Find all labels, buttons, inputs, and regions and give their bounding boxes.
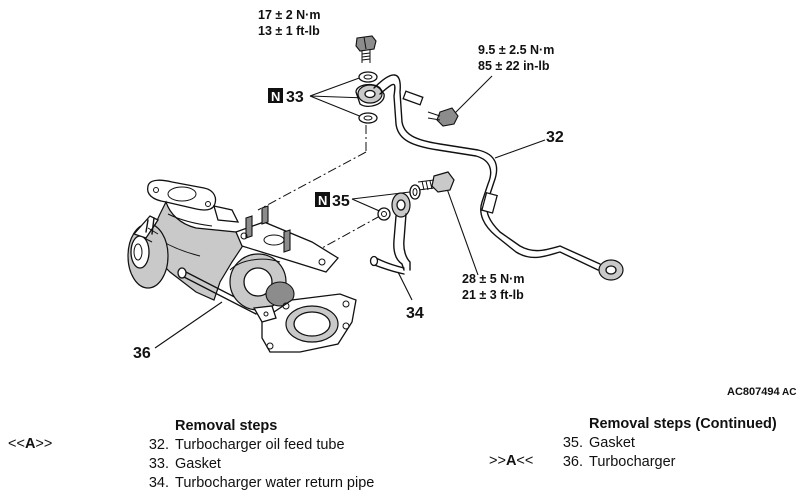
step-label: Turbocharger oil feed tube — [175, 437, 345, 453]
gasket-33-upper — [358, 71, 378, 83]
oil-feed-tube-32 — [373, 74, 624, 281]
removal-step-32: 32. Turbocharger oil feed tube — [139, 436, 374, 455]
removal-step-36: 36. Turbocharger — [553, 453, 777, 472]
step-number: 32. — [148, 437, 169, 453]
step-number: 35. — [562, 435, 583, 451]
service-mark-a-installation: >>A<< — [489, 453, 533, 469]
step-number: 34. — [148, 475, 169, 491]
water-return-pipe-34 — [369, 192, 411, 275]
step-number: 33. — [148, 456, 169, 472]
torque-label-banjo-bolt-imperial: 85 ± 22 in-lb — [478, 59, 550, 73]
removal-steps-table: Removal steps 32. Turbocharger oil feed … — [139, 417, 375, 493]
callout-32: 32 — [546, 129, 564, 146]
gasket-35-right — [409, 184, 421, 200]
mark-letter: A — [505, 453, 517, 469]
step-label: Turbocharger — [589, 454, 676, 470]
callout-36: 36 — [133, 345, 151, 362]
mark-right: << — [516, 453, 534, 469]
n-box-35 — [315, 192, 330, 207]
n-mark-35: N — [318, 193, 327, 208]
removal-step-34: 34. Turbocharger water return pipe — [139, 474, 375, 493]
alignment-lines — [257, 125, 381, 249]
torque-label-water-bolt-metric: 28 ± 5 N·m — [462, 272, 524, 286]
callout-35: N 35 — [315, 192, 350, 210]
bolt-water-pipe-icon — [417, 171, 455, 193]
turbocharger-36 — [127, 179, 357, 353]
torque-label-water-bolt-imperial: 21 ± 3 ft-lb — [462, 288, 524, 302]
mark-right: >> — [35, 436, 53, 452]
mark-left: >> — [489, 453, 506, 469]
removal-step-33: 33. Gasket — [139, 455, 374, 474]
callout-33: N 33 — [268, 88, 304, 106]
n-box-33 — [268, 88, 283, 103]
figure-code: AC807494 — [727, 386, 780, 398]
gasket-35-left — [377, 207, 391, 221]
callout-35-number: 35 — [332, 193, 350, 210]
callout-34: 34 — [406, 305, 424, 322]
step-number: 36. — [562, 454, 583, 470]
gasket-33-lower — [358, 112, 378, 124]
step-label: Gasket — [175, 456, 221, 472]
removal-steps-continued-title: Removal steps (Continued) — [589, 416, 777, 432]
step-label: Gasket — [589, 435, 635, 451]
torque-label-bolt-top-imperial: 13 ± 1 ft-lb — [258, 24, 320, 38]
removal-steps-continued-table: Removal steps (Continued) 35. Gasket 36.… — [553, 415, 777, 472]
n-mark-33: N — [271, 89, 280, 104]
removal-step-35: 35. Gasket — [553, 434, 777, 453]
banjo-fitting-icon — [355, 83, 385, 108]
turbocharger-exploded-diagram: 17 ± 2 N·m 13 ± 1 ft-lb 9.5 ± 2.5 N·m 85… — [127, 8, 796, 398]
removal-steps-title: Removal steps — [175, 418, 278, 434]
mark-letter: A — [24, 436, 36, 452]
torque-label-banjo-bolt-metric: 9.5 ± 2.5 N·m — [478, 43, 554, 57]
torque-label-bolt-top-metric: 17 ± 2 N·m — [258, 8, 320, 22]
mark-left: << — [8, 436, 25, 452]
step-label: Turbocharger water return pipe — [175, 475, 375, 491]
bolt-top-icon — [355, 35, 377, 63]
service-mark-a-removal: <<A>> — [8, 436, 52, 452]
figure-code-suffix: AC — [782, 387, 796, 398]
bolt-oil-tube-bracket-icon — [427, 107, 459, 127]
callout-33-number: 33 — [286, 89, 304, 106]
